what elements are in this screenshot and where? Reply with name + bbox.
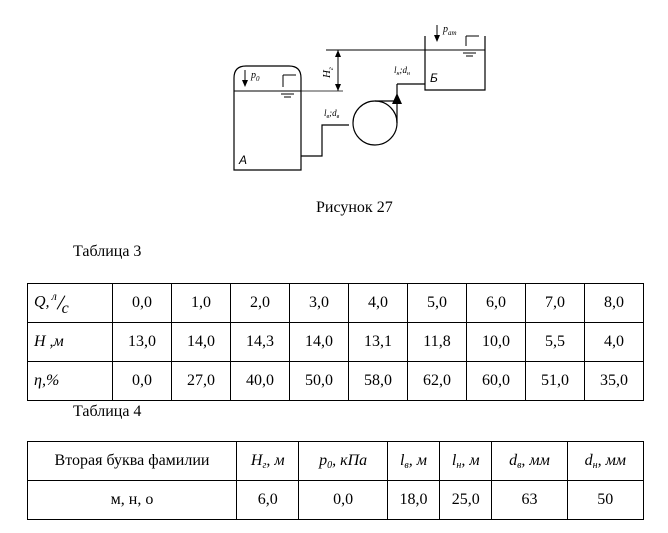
table-cell: 3,0 (289, 283, 349, 323)
header-p0: p0, кПа (298, 441, 388, 481)
table-cell: 14,0 (171, 322, 231, 362)
table3-title: Таблица 3 (73, 243, 142, 260)
table-cell: 6,0 (466, 283, 526, 323)
label-pressure-line: lн;dн (394, 65, 410, 77)
table-cell: 4,0 (348, 283, 408, 323)
table-cell: 50 (566, 480, 645, 520)
table-cell: 27,0 (171, 361, 231, 401)
label-tank-b: Б (430, 71, 438, 85)
header-hg: Hг, м (235, 441, 300, 481)
tank-b-outline (424, 36, 486, 91)
header-ln: lн, м (439, 441, 493, 481)
table-cell: 8,0 (584, 283, 644, 323)
hg-arrow-down-icon (335, 84, 341, 91)
header-lv: lв, м (386, 441, 441, 481)
pump-system-diagram: p0 А lв;dв lн;dн pат Б Hг (233, 24, 486, 171)
table-cell: 4,0 (584, 322, 644, 362)
table-cell: 14,0 (289, 322, 349, 362)
table-cell: 51,0 (525, 361, 585, 401)
header-dn: dн, мм (566, 441, 645, 481)
hg-arrow-up-icon (335, 50, 341, 57)
table-cell: 1,0 (171, 283, 231, 323)
table-cell: 11,8 (407, 322, 467, 362)
pressure-arrow-icon (242, 70, 248, 87)
tank-a-outline (233, 65, 302, 171)
label-p0: p0 (250, 70, 260, 83)
table-cell: 0,0 (112, 361, 172, 401)
label-suction: lв;dв (324, 108, 340, 120)
parameters-table: Вторая буква фамилии Hг, м p0, кПа lв, м… (27, 441, 645, 520)
table-cell: 25,0 (439, 480, 493, 520)
table-cell: 14,3 (230, 322, 290, 362)
label-tank-a: А (238, 153, 247, 167)
table-cell: 50,0 (289, 361, 349, 401)
table-cell: 63 (491, 480, 568, 520)
atm-pressure-arrow-icon (434, 25, 440, 42)
table4-title: Таблица 4 (73, 403, 142, 420)
table-row: м, н, о 6,0 0,0 18,0 25,0 63 50 (27, 480, 645, 520)
table-cell: 5,5 (525, 322, 585, 362)
table-cell: 0,0 (298, 480, 388, 520)
table-cell: 62,0 (407, 361, 467, 401)
table-header-row: Вторая буква фамилии Hг, м p0, кПа lв, м… (27, 441, 645, 481)
table-cell: 35,0 (584, 361, 644, 401)
suction-pipe (301, 124, 349, 157)
table-cell: 13,0 (112, 322, 172, 362)
table-row: η,% 0,0 27,0 40,0 50,0 58,0 62,0 60,0 51… (27, 361, 644, 401)
h-header: H ,м (27, 322, 113, 362)
label-pat: pат (442, 24, 457, 37)
table-cell: 60,0 (466, 361, 526, 401)
table-cell: 10,0 (466, 322, 526, 362)
table-cell: 40,0 (230, 361, 290, 401)
table-cell: 58,0 (348, 361, 408, 401)
table-cell: 13,1 (348, 322, 408, 362)
table-cell: 6,0 (235, 480, 300, 520)
water-surface-b-icon (460, 35, 479, 57)
eta-header: η,% (27, 361, 113, 401)
header-letter: Вторая буква фамилии (27, 441, 237, 481)
table-row: H ,м 13,0 14,0 14,3 14,0 13,1 11,8 10,0 … (27, 322, 644, 362)
table-cell: 0,0 (112, 283, 172, 323)
table-cell: 7,0 (525, 283, 585, 323)
table-cell: 5,0 (407, 283, 467, 323)
flow-direction-icon (392, 93, 402, 104)
water-surface-icon (278, 74, 296, 98)
header-dv: dв, мм (491, 441, 568, 481)
figure-caption: Рисунок 27 (316, 199, 393, 216)
label-hg: Hг (321, 67, 335, 79)
table-cell: 18,0 (386, 480, 441, 520)
table-cell: м, н, о (27, 480, 237, 520)
pump-circle (352, 100, 398, 146)
table-cell: 2,0 (230, 283, 290, 323)
